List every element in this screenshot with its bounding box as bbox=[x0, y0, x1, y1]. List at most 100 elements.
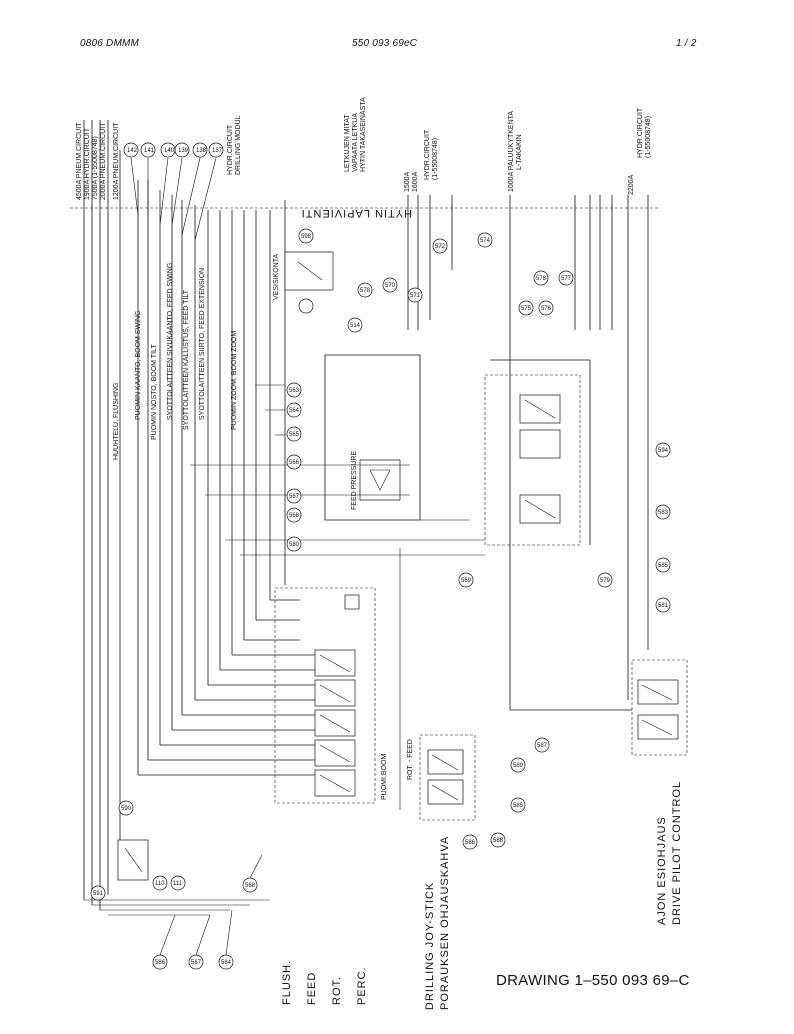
bottom-label-perc: PERC. bbox=[356, 966, 368, 1005]
svg-text:585: 585 bbox=[513, 803, 524, 809]
svg-text:141: 141 bbox=[144, 148, 155, 154]
ref-bubble: 585 bbox=[510, 797, 526, 813]
ref-bubble: 577 bbox=[558, 270, 574, 286]
svg-text:514: 514 bbox=[350, 323, 361, 329]
ref-bubble: 581 bbox=[655, 597, 671, 613]
svg-text:142: 142 bbox=[127, 148, 138, 154]
svg-text:567: 567 bbox=[191, 960, 202, 966]
svg-text:563: 563 bbox=[289, 388, 300, 394]
ref-bubble: 110 bbox=[152, 875, 168, 891]
water-pump-label: VESISIKONTA bbox=[273, 254, 280, 300]
top-label: 1600A bbox=[412, 171, 419, 192]
svg-text:569: 569 bbox=[461, 578, 472, 584]
svg-text:598: 598 bbox=[301, 234, 312, 240]
svg-text:138: 138 bbox=[196, 148, 207, 154]
ref-bubble: 111 bbox=[170, 875, 186, 891]
svg-text:565: 565 bbox=[289, 432, 300, 438]
joystick-label-en: DRILLING JOY-STICK bbox=[424, 882, 436, 1010]
svg-text:564: 564 bbox=[289, 408, 300, 414]
control-valve-block bbox=[484, 359, 591, 546]
svg-text:139: 139 bbox=[178, 148, 189, 154]
top-label: (1-55008748) bbox=[645, 116, 652, 158]
top-label: VAPAATA LETKUA bbox=[352, 113, 359, 172]
ref-bubble: 138 bbox=[192, 142, 208, 158]
header-document-number: 550 093 69eC bbox=[352, 38, 418, 49]
bottom-label-flush: FLUSH. bbox=[281, 960, 293, 1005]
top-label: HYDR.CIRCUIT bbox=[637, 107, 644, 158]
ref-bubble: 563 bbox=[286, 382, 302, 398]
pipe-bundle bbox=[83, 120, 649, 910]
joystick-module: ROT. - FEED DRILLING JOY-STICK PORAUKSEN… bbox=[407, 734, 476, 1010]
svg-text:586: 586 bbox=[155, 960, 166, 966]
top-label: 4500A PNEUM.CIRCUIT bbox=[76, 122, 83, 200]
top-label: 1500A bbox=[404, 171, 411, 192]
svg-text:585: 585 bbox=[658, 563, 669, 569]
ref-bubble: 579 bbox=[597, 572, 613, 588]
drive-label-fi: AJON ESIOHJAUS bbox=[656, 816, 668, 925]
ref-bubble: 567 bbox=[188, 954, 204, 970]
drawing-title: DRAWING 1–550 093 69–C bbox=[496, 972, 690, 989]
svg-text:578: 578 bbox=[360, 288, 371, 294]
svg-text:581: 581 bbox=[658, 603, 669, 609]
top-label: HYDR.CIRCUIT bbox=[424, 129, 431, 180]
ref-bubble: 564 bbox=[286, 402, 302, 418]
top-label: L-TAKAKIN bbox=[516, 134, 523, 170]
svg-text:587: 587 bbox=[537, 743, 548, 749]
svg-text:111: 111 bbox=[173, 881, 183, 887]
svg-text:568: 568 bbox=[289, 513, 300, 519]
ref-bubble: 570 bbox=[382, 277, 398, 293]
svg-text:566: 566 bbox=[289, 460, 300, 466]
top-label: LETKUJEN MITAT bbox=[344, 114, 351, 172]
ref-bubble: 571 bbox=[407, 287, 423, 303]
ref-bubble: 586 bbox=[152, 954, 168, 970]
ref-bubble: 568 bbox=[286, 507, 302, 523]
boom-connections bbox=[138, 384, 485, 810]
reference-bubbles: 142 141 140 139 138 137 598 578 570 571 … bbox=[90, 142, 671, 970]
function-label: PUOMIN NOSTO, BOOM TILT bbox=[151, 344, 158, 440]
ref-bubble: 565 bbox=[286, 426, 302, 442]
header-code-left: 0806 DMMM bbox=[80, 38, 140, 49]
joystick-label-fi: PORAUKSEN OHJAUSKAHVA bbox=[439, 836, 451, 1010]
svg-text:590: 590 bbox=[121, 806, 132, 812]
ref-bubble: 590 bbox=[118, 800, 134, 816]
svg-text:140: 140 bbox=[164, 148, 175, 154]
ref-bubble: 575 bbox=[518, 300, 534, 316]
bottom-labels: FLUSH. FEED ROT. PERC. bbox=[281, 960, 368, 1005]
function-label: PUOMIN ZOOM, BOOM ZOOM bbox=[231, 331, 238, 430]
svg-text:575: 575 bbox=[521, 306, 532, 312]
drive-label-en: DRIVE PILOT CONTROL bbox=[671, 781, 683, 925]
ref-bubble: 572 bbox=[432, 238, 448, 254]
ref-bubble: 139 bbox=[174, 142, 190, 158]
svg-text:137: 137 bbox=[212, 148, 223, 154]
svg-text:588: 588 bbox=[493, 838, 504, 844]
ref-bubble: 585 bbox=[655, 557, 671, 573]
ref-bubble: 588 bbox=[490, 832, 506, 848]
ref-bubble: 142 bbox=[123, 142, 139, 158]
ref-bubble: 578 bbox=[533, 270, 549, 286]
ref-bubble: 514 bbox=[347, 317, 363, 333]
bottom-label-rot: ROT. bbox=[331, 976, 343, 1005]
svg-text:578: 578 bbox=[536, 276, 547, 282]
svg-text:579: 579 bbox=[600, 578, 611, 584]
svg-text:571: 571 bbox=[410, 293, 421, 299]
ref-bubble: 591 bbox=[90, 885, 106, 901]
drive-pilot-module: AJON ESIOHJAUS DRIVE PILOT CONTROL bbox=[509, 270, 688, 925]
top-label: HYTIN TAKASEINASTA bbox=[360, 97, 367, 172]
svg-text:576: 576 bbox=[541, 306, 552, 312]
top-label: 1900A HYDR.CIRCUIT bbox=[84, 127, 91, 200]
ref-bubble: 583 bbox=[655, 504, 671, 520]
boom-label: PUOMI,BOOM bbox=[381, 754, 388, 800]
svg-text:110: 110 bbox=[155, 881, 165, 887]
ref-bubble: 578 bbox=[357, 282, 373, 298]
svg-text:567: 567 bbox=[289, 494, 300, 500]
svg-text:572: 572 bbox=[435, 244, 446, 250]
ref-bubble: 137 bbox=[208, 142, 224, 158]
top-label: 2200A bbox=[628, 174, 635, 195]
svg-text:589: 589 bbox=[513, 763, 524, 769]
top-label: 7500A (1-55008748) bbox=[92, 136, 99, 200]
function-labels: HUUHTELU, FLUSHING PUOMIN KAANTO, BOOM S… bbox=[113, 263, 238, 460]
ref-bubble: 576 bbox=[538, 300, 554, 316]
top-label: (1-55008748) bbox=[432, 138, 439, 180]
bottom-leaders bbox=[159, 854, 263, 956]
